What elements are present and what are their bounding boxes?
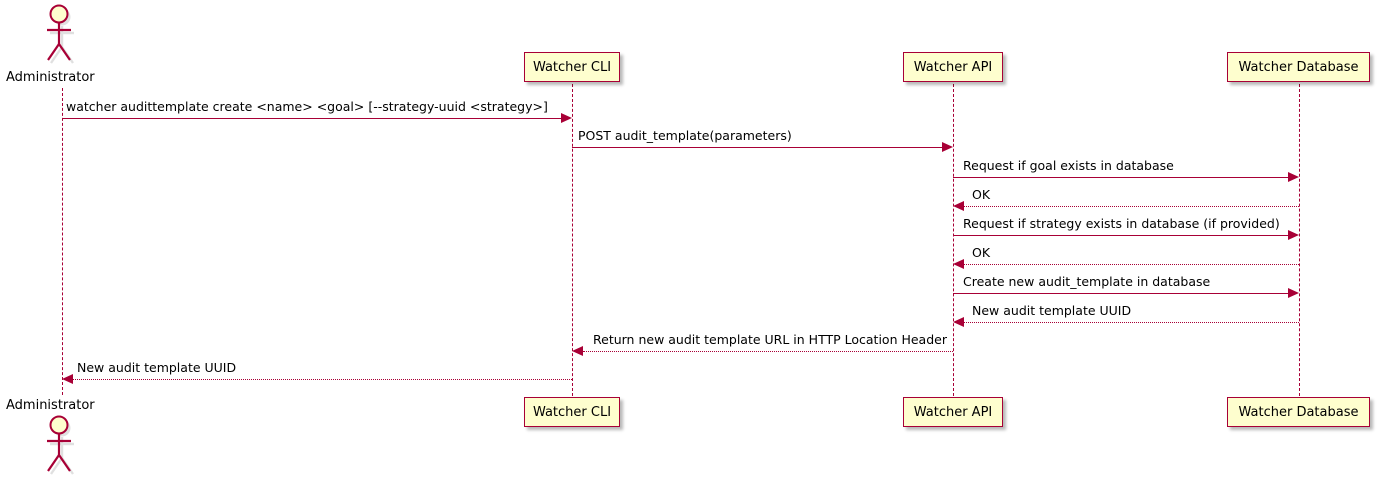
message-arrowhead-9 <box>572 346 583 356</box>
actor-administrator-bottom <box>42 415 82 477</box>
message-line-10 <box>73 379 572 380</box>
lifeline-watcher-api <box>953 84 954 396</box>
message-line-4 <box>964 206 1299 207</box>
message-line-5 <box>953 235 1289 236</box>
message-arrowhead-10 <box>62 374 73 384</box>
lifeline-administrator <box>62 88 63 395</box>
message-label-1: watcher audittemplate create <name> <goa… <box>66 99 548 114</box>
participant-box-watcher-database-top[interactable]: Watcher Database <box>1227 52 1370 82</box>
message-line-2 <box>572 147 943 148</box>
message-label-5: Request if strategy exists in database (… <box>963 216 1280 231</box>
message-arrowhead-5 <box>1288 230 1299 240</box>
participant-label-administrator-bottom: Administrator <box>6 398 95 413</box>
participant-box-watcher-api-bottom[interactable]: Watcher API <box>903 397 1003 427</box>
message-arrowhead-4 <box>953 201 964 211</box>
participant-box-watcher-database-bottom[interactable]: Watcher Database <box>1227 397 1370 427</box>
participant-box-watcher-cli-top[interactable]: Watcher CLI <box>524 52 620 82</box>
lifeline-watcher-cli <box>572 84 573 396</box>
message-label-6: OK <box>972 245 991 260</box>
message-line-3 <box>953 177 1289 178</box>
participant-label-administrator-top: Administrator <box>6 70 95 85</box>
message-label-3: Request if goal exists in database <box>963 158 1174 173</box>
actor-administrator-top <box>42 4 82 66</box>
message-label-2: POST audit_template(parameters) <box>578 128 792 143</box>
message-label-9: Return new audit template URL in HTTP Lo… <box>593 332 947 347</box>
message-arrowhead-3 <box>1288 172 1299 182</box>
lifeline-watcher-database <box>1299 84 1300 396</box>
message-label-7: Create new audit_template in database <box>963 274 1211 289</box>
message-line-9 <box>583 351 953 352</box>
message-label-10: New audit template UUID <box>77 360 237 375</box>
message-arrowhead-6 <box>953 259 964 269</box>
message-line-1 <box>62 118 562 119</box>
participant-box-watcher-api-top[interactable]: Watcher API <box>903 52 1003 82</box>
message-line-7 <box>953 293 1289 294</box>
message-label-8: New audit template UUID <box>972 303 1132 318</box>
message-line-6 <box>964 264 1299 265</box>
message-arrowhead-8 <box>953 317 964 327</box>
message-arrowhead-1 <box>561 113 572 123</box>
message-line-8 <box>964 322 1299 323</box>
message-arrowhead-7 <box>1288 288 1299 298</box>
message-arrowhead-2 <box>942 142 953 152</box>
message-label-4: OK <box>972 187 991 202</box>
participant-box-watcher-cli-bottom[interactable]: Watcher CLI <box>524 397 620 427</box>
